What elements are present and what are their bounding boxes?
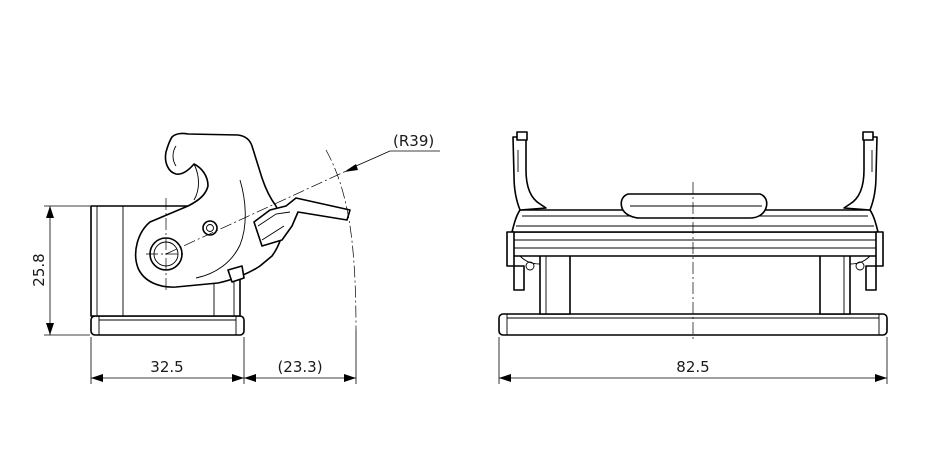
- dim-radius-label: (R39): [393, 132, 434, 150]
- dim-height-left: 25.8: [30, 205, 90, 336]
- side-base-flange: [90, 315, 245, 336]
- front-leg-left: [539, 253, 571, 315]
- front-housing-body: [511, 231, 879, 257]
- dim-width-left: 32.5: [90, 337, 245, 384]
- dim-lever-clearance: (23.3): [244, 330, 357, 384]
- dim-width-right-label: 82.5: [676, 358, 709, 376]
- lever-screw: [202, 220, 218, 236]
- front-wing-left: [512, 136, 547, 211]
- dim-height-label: 25.8: [30, 253, 48, 286]
- lever-swing-arc: [325, 149, 357, 331]
- front-leg-right: [819, 253, 851, 315]
- front-wing-right: [843, 136, 878, 211]
- front-view: [498, 131, 888, 342]
- dim-width-left-label: 32.5: [150, 358, 183, 376]
- dim-width-right: 82.5: [498, 337, 888, 384]
- side-view: [90, 132, 356, 336]
- lever-grip: [253, 197, 351, 247]
- dim-clearance-label: (23.3): [277, 358, 322, 376]
